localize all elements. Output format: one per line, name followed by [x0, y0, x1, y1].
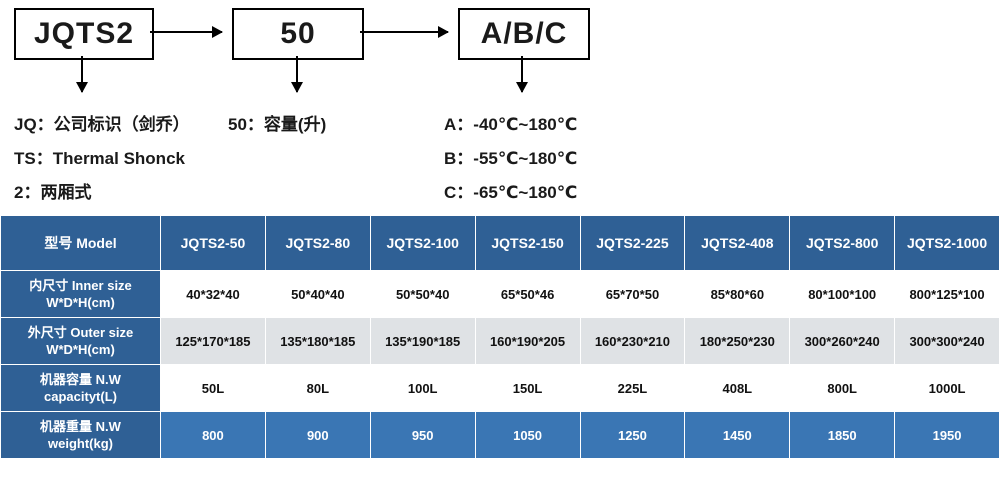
table-cell: 125*170*185	[160, 317, 266, 365]
row-label-line-1: 机器重量 N.W	[40, 419, 121, 434]
table-cell: 1850	[789, 411, 896, 459]
legend-temperature-line-3: C：-65℃~180℃	[444, 183, 578, 202]
legend-temperature-line-1: A：-40℃~180℃	[444, 115, 578, 134]
table-cell: 135*180*185	[264, 317, 371, 365]
table-header-row: 型号 Model JQTS2-50 JQTS2-80 JQTS2-100 JQT…	[0, 215, 1000, 271]
table-header-cell-7: JQTS2-800	[789, 215, 896, 271]
table-cell: 800*125*100	[894, 270, 1000, 318]
table-cell: 50*40*40	[264, 270, 371, 318]
table-row: 外尺寸 Outer size W*D*H(cm) 125*170*185 135…	[0, 317, 1000, 365]
row-label-line-1: 外尺寸 Outer size	[27, 325, 134, 340]
legend-prefix-line-2: TS：Thermal Shonck	[14, 149, 185, 168]
table-cell: 800L	[789, 364, 896, 412]
table-cell: 150L	[474, 364, 581, 412]
table-cell: 1950	[894, 411, 1000, 459]
table-cell: 50L	[160, 364, 266, 412]
table-header-cell-4: JQTS2-150	[474, 215, 581, 271]
legend-prefix-line-1: JQ：公司标识（剑乔）	[14, 115, 190, 134]
table-cell: 40*32*40	[160, 270, 266, 318]
legend-temperature-line-2: B：-55℃~180℃	[444, 149, 578, 168]
row-label: 内尺寸 Inner size W*D*H(cm)	[0, 270, 161, 318]
row-label-line-2: capacityt(L)	[44, 389, 117, 404]
arrow-prefix-to-capacity	[150, 26, 223, 38]
row-label-line-1: 机器容量 N.W	[40, 372, 121, 387]
model-code-diagram: JQTS2 50 A/B/C JQ：公司标识（剑乔） TS：Thermal Sh…	[0, 0, 1000, 215]
table-cell: 160*230*210	[579, 317, 686, 365]
table-cell: 85*80*60	[684, 270, 791, 318]
legend-capacity: 50：容量(升)	[228, 108, 326, 142]
table-row: 机器容量 N.W capacityt(L) 50L 80L 100L 150L …	[0, 364, 1000, 412]
table-header-cell-6: JQTS2-408	[684, 215, 791, 271]
table-cell: 300*300*240	[894, 317, 1000, 365]
table-cell: 180*250*230	[684, 317, 791, 365]
table-row: 机器重量 N.W weight(kg) 800 900 950 1050 125…	[0, 411, 1000, 459]
table-cell: 80*100*100	[789, 270, 896, 318]
table-cell: 1000L	[894, 364, 1000, 412]
table-cell: 65*70*50	[579, 270, 686, 318]
arrow-capacity-to-temperature	[360, 26, 449, 38]
table-cell: 225L	[579, 364, 686, 412]
table-cell: 800	[160, 411, 266, 459]
row-label: 外尺寸 Outer size W*D*H(cm)	[0, 317, 161, 365]
table-cell: 300*260*240	[789, 317, 896, 365]
table-header-cell-8: JQTS2-1000	[894, 215, 1000, 271]
row-label-line-2: weight(kg)	[48, 436, 113, 451]
table-cell: 160*190*205	[474, 317, 581, 365]
node-model-prefix: JQTS2	[14, 8, 154, 60]
table-cell: 80L	[264, 364, 371, 412]
arrow-down-temperature	[516, 56, 528, 93]
table-cell: 950	[369, 411, 476, 459]
row-label: 机器容量 N.W capacityt(L)	[0, 364, 161, 412]
spec-table: 型号 Model JQTS2-50 JQTS2-80 JQTS2-100 JQT…	[0, 215, 1000, 459]
table-cell: 1050	[474, 411, 581, 459]
row-label: 机器重量 N.W weight(kg)	[0, 411, 161, 459]
legend-prefix: JQ：公司标识（剑乔） TS：Thermal Shonck 2：两厢式	[14, 108, 190, 210]
node-capacity: 50	[232, 8, 364, 60]
arrow-down-capacity	[291, 56, 303, 93]
table-header-cell-1: JQTS2-50	[160, 215, 266, 271]
table-header-cell-3: JQTS2-100	[369, 215, 476, 271]
table-header-cell-0: 型号 Model	[0, 215, 161, 271]
table-cell: 1250	[579, 411, 686, 459]
table-header-cell-2: JQTS2-80	[264, 215, 371, 271]
table-header-cell-5: JQTS2-225	[579, 215, 686, 271]
arrow-down-prefix	[76, 56, 88, 93]
table-row: 内尺寸 Inner size W*D*H(cm) 40*32*40 50*40*…	[0, 270, 1000, 318]
legend-prefix-line-3: 2：两厢式	[14, 183, 92, 202]
table-cell: 1450	[684, 411, 791, 459]
table-cell: 100L	[369, 364, 476, 412]
table-cell: 50*50*40	[369, 270, 476, 318]
row-label-line-2: W*D*H(cm)	[46, 342, 115, 357]
legend-capacity-line-1: 50：容量(升)	[228, 115, 327, 134]
node-temperature-class: A/B/C	[458, 8, 590, 60]
legend-temperature: A：-40℃~180℃ B：-55℃~180℃ C：-65℃~180℃	[444, 108, 577, 210]
table-cell: 135*190*185	[369, 317, 476, 365]
row-label-line-2: W*D*H(cm)	[46, 295, 115, 310]
table-cell: 65*50*46	[474, 270, 581, 318]
row-label-line-1: 内尺寸 Inner size	[29, 278, 132, 293]
table-cell: 900	[264, 411, 371, 459]
table-cell: 408L	[684, 364, 791, 412]
